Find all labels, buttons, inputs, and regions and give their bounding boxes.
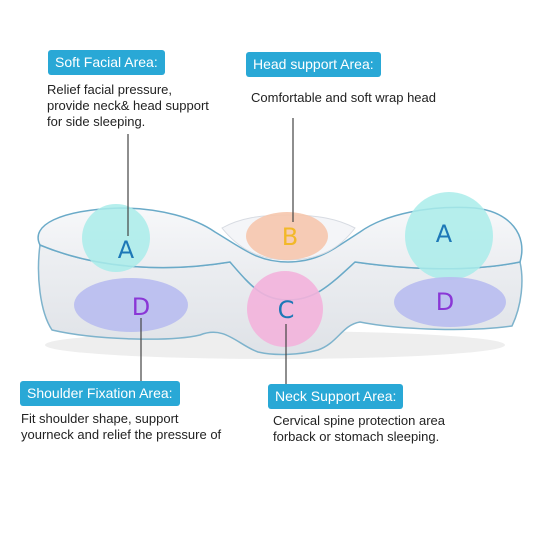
shoulder-fixation-area-description: Fit shoulder shape, support yourneck and…	[21, 411, 222, 442]
zone-a-left-letter: A	[118, 236, 135, 264]
neck-support-area-description: Cervical spine protection area forback o…	[273, 413, 445, 444]
zone-a-left	[82, 204, 150, 272]
zone-c-letter: C	[278, 296, 295, 324]
shoulder-fixation-area-label: Shoulder Fixation Area:	[20, 381, 180, 406]
zone-d-right-letter: D	[436, 288, 454, 316]
head-support-area-label: Head support Area:	[246, 52, 381, 77]
soft-facial-area-label: Soft Facial Area:	[48, 50, 165, 75]
neck-support-area-label: Neck Support Area:	[268, 384, 404, 409]
zone-d-left	[74, 278, 188, 332]
zone-c	[247, 271, 323, 347]
zone-a-right	[405, 192, 493, 280]
zone-d-right	[394, 277, 506, 327]
head-support-area-description: Comfortable and soft wrap head	[251, 90, 436, 105]
zone-a-right-letter: A	[436, 220, 453, 248]
zone-b-letter: B	[282, 223, 298, 251]
zone-b	[246, 212, 328, 260]
zone-d-left-letter: D	[132, 293, 150, 321]
soft-facial-area-description: Relief facial pressure, provide neck& he…	[47, 82, 209, 129]
